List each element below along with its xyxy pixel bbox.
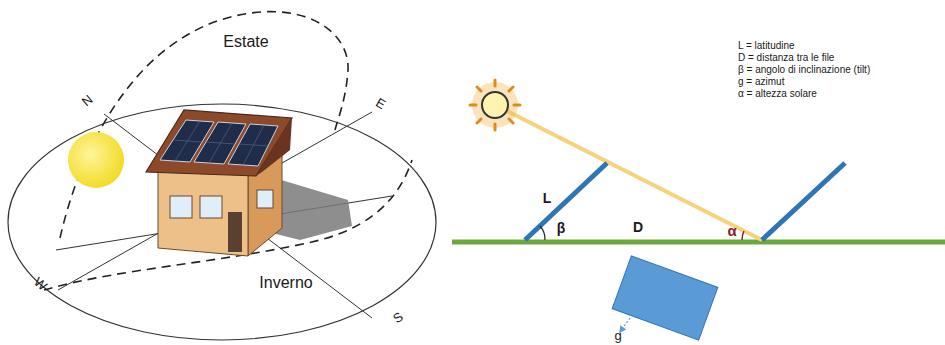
sun bbox=[68, 132, 124, 188]
sun-path-diagram bbox=[8, 12, 436, 340]
panel-grid bbox=[173, 121, 268, 165]
compass-letter: S bbox=[390, 310, 405, 327]
symbol-label: α bbox=[727, 223, 736, 240]
horizon-ellipse bbox=[8, 104, 436, 340]
compass-letter: N bbox=[80, 92, 96, 109]
symbol-label: L bbox=[543, 191, 552, 206]
window bbox=[170, 196, 192, 218]
sun-ray bbox=[505, 110, 762, 240]
window bbox=[257, 190, 273, 208]
east-west-line bbox=[58, 112, 372, 290]
season-label: Estate bbox=[223, 33, 268, 51]
altitude-angle-arc bbox=[742, 231, 744, 240]
sun-icon bbox=[470, 80, 520, 130]
season-label: Inverno bbox=[259, 274, 312, 292]
panel-top-view bbox=[612, 256, 718, 340]
symbol-label: β bbox=[557, 221, 566, 236]
door bbox=[228, 212, 242, 252]
key-line: g = azimut bbox=[738, 76, 784, 87]
key-line: D = distanza tra le file bbox=[738, 52, 834, 63]
house-roof bbox=[146, 110, 292, 176]
tilt-angle-arc bbox=[540, 226, 545, 240]
panel-row bbox=[762, 163, 845, 240]
row-spacing-diagram bbox=[452, 80, 945, 340]
panel-row bbox=[525, 163, 607, 240]
compass-letter: E bbox=[373, 96, 388, 113]
key-line: L = latitudine bbox=[738, 40, 795, 51]
solar-panels bbox=[160, 120, 278, 166]
key-line: α = altezza solare bbox=[738, 88, 817, 99]
house-front-wall bbox=[158, 168, 248, 256]
symbol-label: D bbox=[633, 220, 643, 235]
symbol-label: g bbox=[614, 329, 621, 343]
key-line: β = angolo di inclinazione (tilt) bbox=[738, 64, 870, 75]
window bbox=[200, 196, 222, 218]
